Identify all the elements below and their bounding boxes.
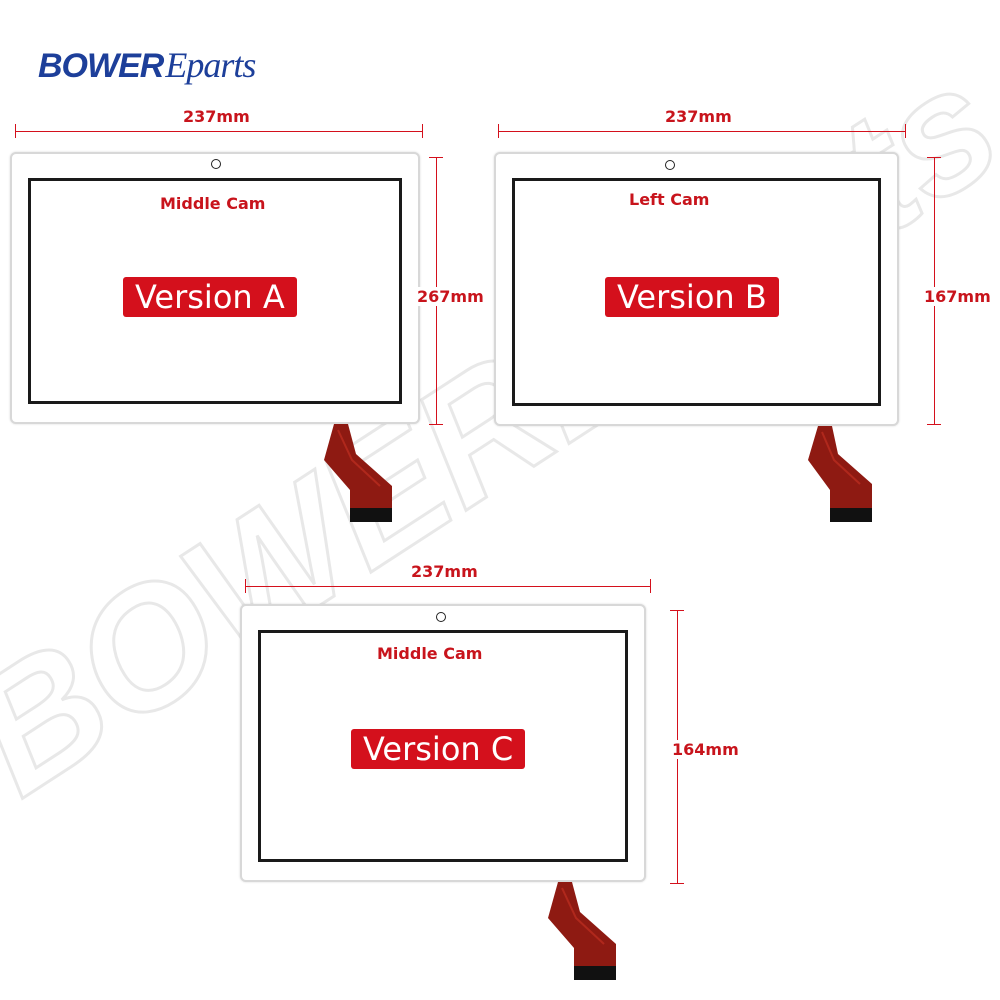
- panel-a-height-tick-top: [429, 157, 443, 158]
- panel-b-width-line: [498, 131, 906, 132]
- panel-c-version-badge: Version C: [351, 729, 526, 769]
- panel-a-version-badge: Version A: [123, 277, 297, 317]
- panel-b-width-label: 237mm: [665, 107, 732, 126]
- panel-b-width-tick-left: [498, 124, 499, 138]
- panel-c-width-tick-left: [245, 579, 246, 593]
- panel-b-flex-cable: [808, 426, 872, 522]
- panel-a-width-tick-left: [15, 124, 16, 138]
- panel-b-height-label: 167mm: [924, 287, 991, 306]
- panel-b-width-tick-right: [905, 124, 906, 138]
- panel-c-width-label: 237mm: [411, 562, 478, 581]
- panel-a-cam-label: Middle Cam: [160, 194, 266, 213]
- panel-c-camera-icon: [436, 612, 446, 622]
- panel-b-cam-label: Left Cam: [629, 190, 710, 209]
- panel-a-height-label: 267mm: [417, 287, 484, 306]
- brand-name-bold: BOWER: [38, 47, 164, 85]
- brand-name-rest: Eparts: [165, 45, 256, 85]
- panel-c-width-line: [245, 586, 651, 587]
- panel-c-height-tick-top: [670, 610, 684, 611]
- panel-a-width-label: 237mm: [183, 107, 250, 126]
- panel-a-height-tick-bottom: [429, 424, 443, 425]
- panel-b-version-badge: Version B: [605, 277, 779, 317]
- brand-logo: BOWEREparts: [38, 44, 256, 86]
- panel-c-height-tick-bottom: [670, 883, 684, 884]
- panel-b-height-tick-bottom: [927, 424, 941, 425]
- panel-b-height-tick-top: [927, 157, 941, 158]
- panel-b-camera-icon: [665, 160, 675, 170]
- panel-a-width-tick-right: [422, 124, 423, 138]
- panel-c-cam-label: Middle Cam: [377, 644, 483, 663]
- panel-c-height-label: 164mm: [672, 740, 739, 759]
- panel-a-flex-cable: [324, 424, 392, 522]
- panel-a-camera-icon: [211, 159, 221, 169]
- panel-c-width-tick-right: [650, 579, 651, 593]
- panel-c-flex-cable: [548, 882, 616, 980]
- panel-a-width-line: [15, 131, 423, 132]
